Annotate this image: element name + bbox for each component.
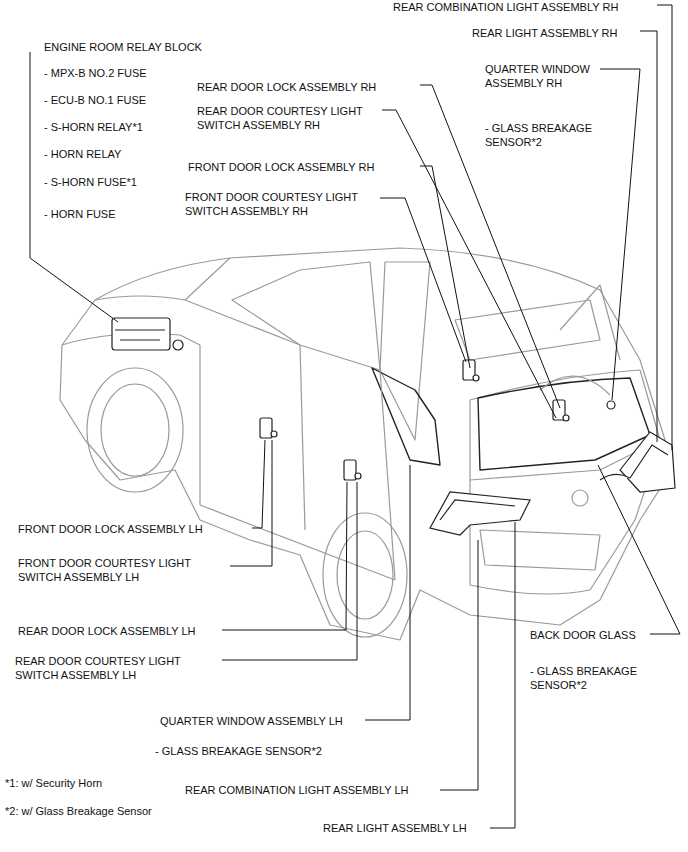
part-label: REAR DOOR COURTESY LIGHT SWITCH ASSEMBLY… (197, 104, 387, 132)
part-label: QUARTER WINDOW ASSEMBLY RH (485, 62, 615, 90)
part-label: REAR DOOR LOCK ASSEMBLY LH (18, 624, 195, 638)
part-label: - S-HORN RELAY*1 (44, 120, 143, 134)
footnote: *2: w/ Glass Breakage Sensor (5, 804, 152, 818)
part-label: ENGINE ROOM RELAY BLOCK (44, 40, 202, 54)
part-label: REAR LIGHT ASSEMBLY LH (323, 821, 467, 835)
part-label: - GLASS BREAKAGE SENSOR*2 (155, 744, 322, 758)
part-label: REAR DOOR COURTESY LIGHT SWITCH ASSEMBLY… (15, 654, 215, 682)
part-label: REAR LIGHT ASSEMBLY RH (472, 26, 618, 40)
part-label: - S-HORN FUSE*1 (44, 175, 137, 189)
footnote: *1: w/ Security Horn (5, 776, 102, 790)
part-label: BACK DOOR GLASS (530, 628, 636, 642)
part-label: REAR COMBINATION LIGHT ASSEMBLY LH (185, 783, 409, 797)
part-label: FRONT DOOR COURTESY LIGHT SWITCH ASSEMBL… (18, 556, 218, 584)
part-label: - MPX-B NO.2 FUSE (44, 66, 147, 80)
part-label: - GLASS BREAKAGE SENSOR*2 (485, 121, 610, 149)
part-label: REAR COMBINATION LIGHT ASSEMBLY RH (393, 0, 618, 14)
part-label: REAR DOOR LOCK ASSEMBLY RH (197, 80, 376, 94)
part-label: QUARTER WINDOW ASSEMBLY LH (160, 714, 343, 728)
part-label: FRONT DOOR LOCK ASSEMBLY LH (18, 522, 203, 536)
part-label: - HORN RELAY (44, 147, 121, 161)
part-label: - GLASS BREAKAGE SENSOR*2 (530, 664, 655, 692)
part-label: FRONT DOOR LOCK ASSEMBLY RH (188, 160, 374, 174)
part-label: FRONT DOOR COURTESY LIGHT SWITCH ASSEMBL… (185, 190, 380, 218)
part-label: - HORN FUSE (44, 207, 116, 221)
part-label: - ECU-B NO.1 FUSE (44, 93, 146, 107)
